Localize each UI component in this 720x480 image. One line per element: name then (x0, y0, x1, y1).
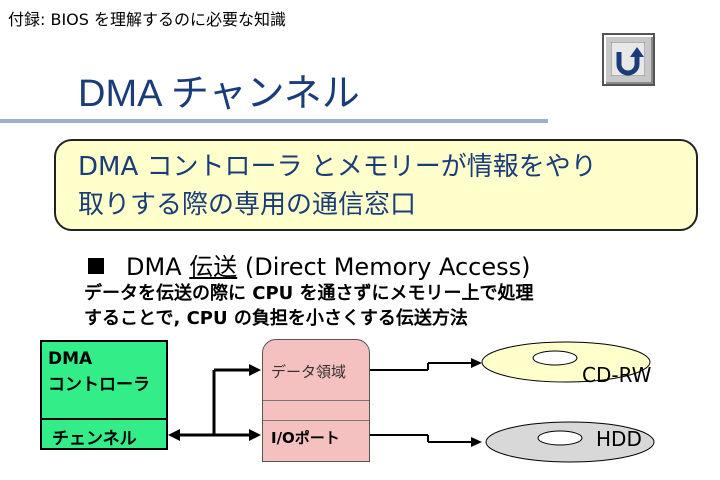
definition-line-2: 取りする際の専用の通信窓口 (78, 190, 417, 220)
dma-label-line-2: コントローラ (48, 375, 150, 395)
arrow-right-icon (471, 437, 482, 447)
controller-divider (42, 418, 166, 420)
hdd-disk-icon (485, 421, 655, 463)
definition-line-1: DMA コントローラ とメモリーが情報をやり (78, 152, 597, 182)
description-line-2: することで, CPU の負担を小さくする伝送方法 (84, 308, 468, 329)
dma-label-line-1: DMA (48, 349, 93, 369)
hdd-link (370, 434, 474, 443)
bullet-term-main: 伝送 (189, 253, 238, 281)
title-divider (0, 119, 548, 123)
hdd-label: HDD (596, 427, 642, 451)
page-title: DMA チャンネル (78, 73, 360, 115)
bullet-term-suffix: (Direct Memory Access) (237, 253, 531, 281)
description: データを伝送の際に CPU を通さずにメモリー上で処理 することで, CPU の… (84, 281, 534, 331)
dma-controller-box: DMA コントローラ チェンネル (40, 340, 168, 450)
arrow-right-icon (471, 358, 482, 368)
memory-divider (263, 420, 369, 421)
bullet-heading: DMA 伝送 (Direct Memory Access) (88, 247, 530, 282)
arrow-right-icon (249, 429, 261, 441)
io-port-label: I/Oポート (271, 429, 340, 447)
controller-bus (172, 368, 255, 437)
bullet-term-prefix: DMA (126, 253, 190, 281)
cdrw-label: CD-RW (582, 363, 652, 387)
square-bullet-icon (88, 258, 104, 274)
cdrw-disk-icon (481, 341, 651, 383)
memory-data-area-label: データ領域 (271, 363, 347, 381)
memory-divider (263, 400, 369, 401)
arrow-right-icon (249, 364, 261, 376)
breadcrumb: 付録: BIOS を理解するのに必要な知識 (8, 10, 287, 29)
back-button[interactable] (602, 33, 655, 86)
memory-port-box: データ領域 I/Oポート (262, 339, 370, 462)
u-turn-arrow-icon (611, 42, 645, 76)
arrow-left-icon (168, 429, 180, 441)
channel-label: チェンネル (52, 429, 137, 449)
definition-box: DMA コントローラ とメモリーが情報をやり 取りする際の専用の通信窓口 (54, 139, 698, 231)
dma-controller-label: DMA コントローラ (48, 346, 150, 398)
cdrw-link (370, 362, 474, 371)
description-line-1: データを伝送の際に CPU を通さずにメモリー上で処理 (84, 283, 534, 304)
